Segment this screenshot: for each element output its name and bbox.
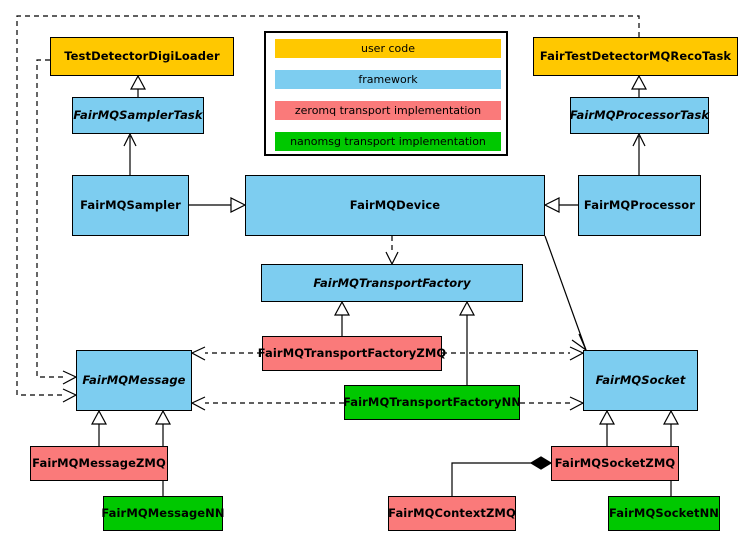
legend-label-user-code: user code (360, 42, 416, 55)
class-node-label: FairMQSampler (80, 198, 181, 213)
edge-messagezmq-to-message (90, 409, 108, 446)
class-node-label: FairTestDetectorMQRecoTask (539, 49, 732, 64)
class-node-label: FairMQSamplerTask (73, 108, 203, 123)
legend-row-user-code: user code (275, 39, 501, 58)
class-node-label: FairMQDevice (349, 198, 441, 213)
class-node-fairmqdevice[interactable]: FairMQDevice (245, 175, 545, 236)
class-node-fairmqtransportfactorynn[interactable]: FairMQTransportFactoryNN (343, 385, 521, 420)
class-node-fairmqsocket[interactable]: FairMQSocket (583, 350, 698, 411)
edge-samplertask-to-digiloader (129, 74, 147, 97)
class-node-fairmqsamplertask[interactable]: FairMQSamplerTask (72, 97, 204, 134)
edge-processortask-to-recotask (630, 74, 648, 97)
class-node-fairmqprocessortask[interactable]: FairMQProcessorTask (570, 97, 709, 134)
class-node-fairmqmessagezmq[interactable]: FairMQMessageZMQ (30, 446, 168, 481)
class-node-fairmqsampler[interactable]: FairMQSampler (72, 175, 189, 236)
legend-label-framework: framework (358, 73, 418, 86)
class-node-fairmqtransportfactory[interactable]: FairMQTransportFactory (261, 264, 523, 302)
class-node-fairmqtransportfactoryzmq[interactable]: FairMQTransportFactoryZMQ (258, 336, 446, 371)
class-node-label: FairMQSocketNN (608, 506, 720, 521)
class-node-fairmqsocketzmq[interactable]: FairMQSocketZMQ (551, 446, 679, 481)
edge-sampler-to-samplertask (123, 132, 137, 175)
edge-factoryzmq-to-message (190, 346, 262, 361)
legend-row-zeromq: zeromq transport implementation (275, 101, 501, 120)
class-node-fairmqmessagenn[interactable]: FairMQMessageNN (101, 496, 225, 531)
legend-box: user code framework zeromq transport imp… (264, 31, 508, 156)
legend-label-zeromq: zeromq transport implementation (294, 104, 482, 117)
edge-factoryzmq-to-factory (333, 300, 351, 336)
class-node-label: FairMQMessageNN (101, 506, 225, 521)
edge-contextzmq-to-socketzmq (451, 456, 553, 496)
edge-factorynn-to-factory (458, 300, 476, 385)
edge-sampler-to-device (189, 197, 247, 213)
edge-processor-to-processortask (632, 132, 646, 175)
class-node-label: FairMQMessage (82, 373, 186, 388)
edge-factorynn-to-socket (520, 396, 585, 411)
edge-device-to-transportfactory (385, 236, 399, 266)
class-node-fairmqsocketnn[interactable]: FairMQSocketNN (608, 496, 720, 531)
legend-row-framework: framework (275, 70, 501, 89)
class-node-label: FairMQMessageZMQ (32, 456, 166, 471)
class-node-fairmqmessage[interactable]: FairMQMessage (76, 350, 192, 411)
class-node-fairmqcontextzmq[interactable]: FairMQContextZMQ (388, 496, 516, 531)
legend-label-nanomsg: nanomsg transport implementation (290, 135, 486, 148)
class-node-fairmqprocessor[interactable]: FairMQProcessor (578, 175, 701, 236)
class-node-label: FairMQTransportFactoryNN (342, 395, 522, 410)
class-node-label: TestDetectorDigiLoader (64, 49, 220, 64)
edge-factoryzmq-to-socket (442, 346, 585, 361)
class-node-label: FairMQProcessorTask (569, 108, 710, 123)
class-node-label: FairMQTransportFactoryZMQ (257, 346, 447, 361)
edge-device-to-socket (544, 235, 588, 352)
class-node-label: FairMQProcessor (583, 198, 696, 213)
legend-row-nanomsg: nanomsg transport implementation (275, 132, 501, 151)
class-node-label: FairMQContextZMQ (388, 506, 516, 521)
edge-processor-to-device (543, 197, 578, 213)
class-node-testdetectordigiloader[interactable]: TestDetectorDigiLoader (50, 37, 234, 76)
class-node-fairtestdetectormqrecotask[interactable]: FairTestDetectorMQRecoTask (533, 37, 738, 76)
class-node-label: FairMQSocket (595, 373, 686, 388)
edge-factorynn-to-message (190, 396, 344, 411)
class-node-label: FairMQTransportFactory (313, 275, 471, 290)
class-node-label: FairMQSocketZMQ (554, 456, 676, 471)
edge-socketzmq-to-socket (598, 409, 616, 446)
